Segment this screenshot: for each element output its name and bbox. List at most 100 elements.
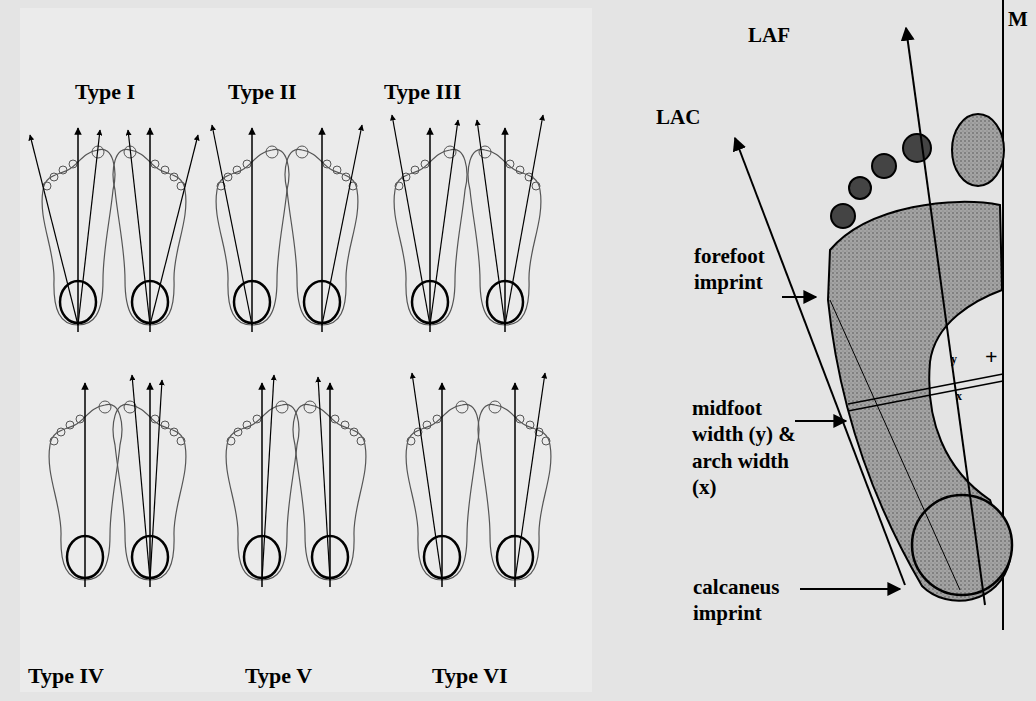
toe-axis	[515, 373, 545, 580]
toe	[59, 166, 67, 174]
measured-footprint	[735, 0, 1012, 630]
toe-axis	[392, 115, 430, 325]
foot-axis	[321, 128, 323, 332]
toe	[99, 401, 111, 413]
toe	[170, 428, 178, 436]
toe	[411, 166, 419, 174]
toe	[489, 401, 501, 413]
toe	[407, 437, 415, 445]
toe	[304, 401, 316, 413]
footprint	[212, 125, 289, 332]
foot-axis	[261, 383, 263, 587]
toe	[243, 160, 251, 168]
footprint	[406, 373, 479, 587]
toe	[423, 421, 431, 429]
toe	[76, 415, 84, 423]
toe	[395, 182, 403, 190]
foot-axis	[429, 128, 431, 332]
toe-axis	[128, 130, 150, 325]
midfoot-line	[848, 374, 1003, 404]
toe	[69, 160, 77, 168]
part-label: calcaneus imprint	[693, 574, 805, 627]
calcaneus-circle	[912, 495, 1012, 595]
foot-axis	[441, 383, 443, 587]
toe	[433, 415, 441, 423]
toe	[506, 160, 514, 168]
toe-axis	[412, 373, 442, 580]
toe	[151, 415, 159, 423]
mark-label: +	[985, 343, 998, 371]
foot-axis	[149, 383, 151, 587]
axis-label: LAF	[748, 22, 790, 48]
toe-axis	[430, 120, 458, 325]
toe-axis	[212, 125, 252, 325]
toe	[224, 173, 232, 181]
foot-axis	[329, 383, 331, 587]
footprint	[30, 128, 115, 332]
axis-label: M	[1008, 6, 1028, 32]
toe	[341, 421, 349, 429]
footprint	[49, 383, 122, 587]
toe-axis	[78, 130, 100, 325]
toe-axis	[505, 115, 543, 325]
foot-axis	[251, 128, 253, 332]
toe	[233, 166, 241, 174]
part-label: forefoot imprint	[694, 243, 806, 296]
toe	[296, 146, 308, 158]
footprint	[468, 115, 543, 332]
toe-axis	[132, 375, 150, 580]
toe	[542, 437, 550, 445]
toe	[50, 173, 58, 181]
tangent-line	[830, 300, 960, 590]
type-label: Type V	[245, 662, 312, 690]
toe-axis	[318, 377, 330, 580]
toe	[266, 146, 278, 158]
axis-label: LAC	[656, 104, 700, 130]
toe	[161, 421, 169, 429]
toe	[516, 415, 524, 423]
toe	[849, 177, 871, 199]
footprint	[226, 375, 299, 587]
toe	[333, 166, 341, 174]
arch-line	[848, 381, 1003, 411]
type-label: Type II	[228, 78, 297, 106]
left-panel	[20, 8, 592, 692]
footprint	[113, 128, 198, 332]
toe	[532, 182, 540, 190]
mark-label: y	[951, 352, 957, 367]
mark-label: x	[956, 389, 962, 404]
leader-arrow	[800, 588, 900, 590]
leader-arrow	[782, 296, 816, 298]
footprint	[113, 375, 186, 587]
toe	[234, 428, 242, 436]
toe	[151, 160, 159, 168]
footprint-types	[30, 115, 551, 587]
foot-axis	[77, 128, 79, 332]
toe	[516, 166, 524, 174]
foot-axis	[504, 128, 506, 332]
part-label: midfoot width (y) & arch width (x)	[692, 395, 812, 500]
toe	[227, 437, 235, 445]
toe-axis	[262, 375, 274, 580]
toe	[526, 421, 534, 429]
toe	[456, 401, 468, 413]
toe	[177, 437, 185, 445]
toe	[243, 421, 251, 429]
toe-axis	[477, 120, 505, 325]
toe	[161, 166, 169, 174]
toe-axis	[322, 125, 362, 325]
toe	[421, 160, 429, 168]
toe	[831, 204, 855, 228]
toe	[903, 134, 931, 162]
toe	[57, 428, 65, 436]
toe-axis	[30, 135, 78, 325]
toe	[66, 421, 74, 429]
foot-axis	[84, 383, 86, 587]
big-toe	[952, 114, 1004, 186]
type-label: Type VI	[432, 662, 508, 690]
footprint	[293, 377, 366, 587]
toe	[331, 415, 339, 423]
type-label: Type IV	[28, 662, 104, 690]
foot-axis	[514, 383, 516, 587]
